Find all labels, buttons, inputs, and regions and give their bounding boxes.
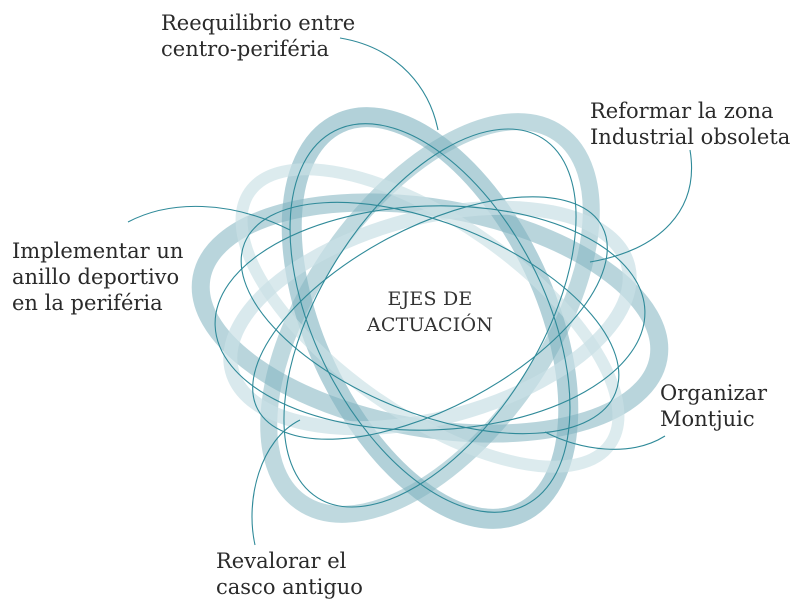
label-revalorar: Revalorar el casco antiguo: [216, 548, 363, 600]
label-revalorar-line-1: Revalorar el: [216, 549, 347, 573]
label-revalorar-line-2: casco antiguo: [216, 575, 363, 599]
label-reformar-line-2: Industrial obsoleta: [590, 125, 791, 149]
leader-top: [339, 37, 439, 131]
leader-right: [544, 431, 666, 450]
label-organizar: Organizar Montjuic: [660, 380, 767, 432]
orbit-3: [283, 128, 577, 508]
orbit-2: [289, 123, 571, 513]
label-reformar: Reformar la zona Industrial obsoleta: [590, 98, 790, 150]
label-implementar-line-2: anillo deportivo: [12, 265, 180, 289]
leader-left: [127, 205, 291, 231]
center-title-line-2: ACTUACIÓN: [366, 314, 494, 336]
leader-bottom: [251, 419, 301, 546]
orbit-lines: [214, 123, 646, 513]
leader-lines: [127, 37, 692, 546]
label-reequilibrio: Reequilibrio entre centro-periféria: [161, 10, 355, 62]
orbit-5: [252, 196, 608, 440]
center-title-line-1: EJES DE: [387, 288, 473, 310]
label-reequilibrio-line-1: Reequilibrio entre: [161, 11, 356, 35]
label-implementar-line-1: Implementar un: [12, 239, 184, 263]
label-organizar-line-1: Organizar: [660, 381, 768, 405]
ribbon-4: [223, 200, 637, 436]
ribbon-5: [235, 163, 625, 473]
label-implementar-line-3: en la periféria: [12, 291, 163, 315]
label-implementar: Implementar un anillo deportivo en la pe…: [12, 238, 183, 316]
center-title: EJES DE ACTUACIÓN: [345, 286, 515, 338]
label-reformar-line-1: Reformar la zona: [590, 99, 774, 123]
leader-top-right: [589, 149, 692, 263]
label-reequilibrio-line-2: centro-periféria: [161, 37, 330, 61]
orbit-4: [240, 201, 620, 435]
label-organizar-line-2: Montjuic: [660, 407, 755, 431]
orbit-1: [214, 205, 646, 431]
